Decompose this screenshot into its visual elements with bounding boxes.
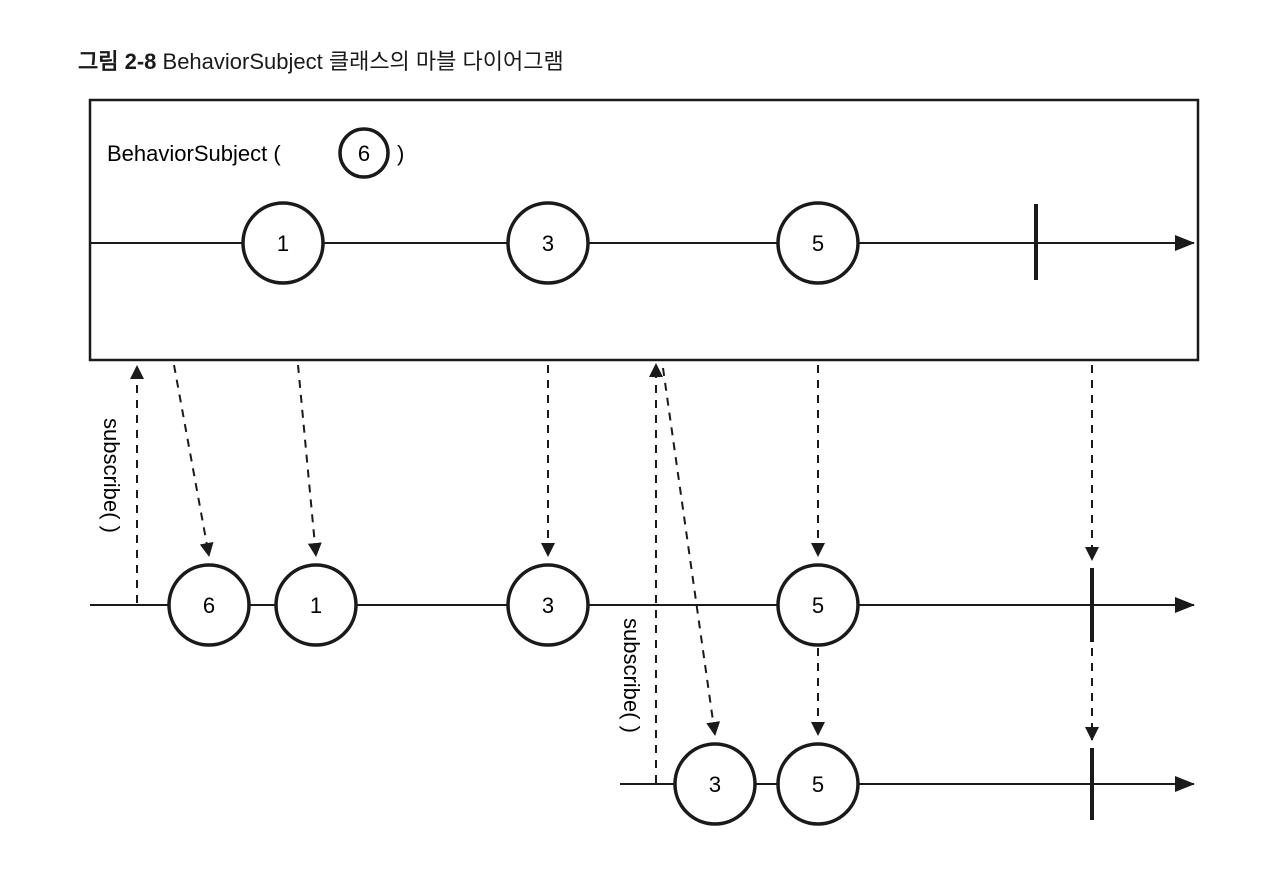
initial-value-text: 6 — [358, 141, 370, 166]
subscriber-1-marble-1-value: 1 — [310, 593, 322, 618]
subject-marble-5-value: 5 — [812, 231, 824, 256]
subscriber-2-marble-3-value: 3 — [709, 772, 721, 797]
initial-value-marble — [338, 127, 390, 179]
figure-title: BehaviorSubject 클래스의 마블 다이어그램 — [162, 49, 564, 74]
subject-marble-1: 1 — [241, 201, 325, 285]
subscriber-1-marble-6: 6 — [167, 563, 251, 647]
subject-box — [88, 98, 1200, 362]
subject-marble-3: 3 — [506, 201, 590, 285]
figure-caption: 그림 2-8 BehaviorSubject 클래스의 마블 다이어그램 — [78, 44, 564, 76]
subscriber-1-marble-6-value: 6 — [203, 593, 215, 618]
figure-number: 그림 2-8 — [78, 49, 157, 74]
subscriber-2-marble-5: 5 — [776, 742, 860, 826]
emit-arrow-initial-6 — [173, 364, 214, 557]
subject-marble-5: 5 — [776, 201, 860, 285]
subscriber-2-marble-5-value: 5 — [812, 772, 824, 797]
subscriber-1-marble-5-value: 5 — [812, 593, 824, 618]
subscribe-label-2: subscribe( ) — [619, 618, 644, 733]
subscriber-1-marble-1: 1 — [274, 563, 358, 647]
subscriber-1-marble-5: 5 — [776, 563, 860, 647]
emit-arrow-1 — [297, 364, 322, 557]
subscribe-label-1: subscribe( ) — [99, 418, 124, 533]
subscriber-1-marble-3-value: 3 — [542, 593, 554, 618]
subject-label: BehaviorSubject ( — [107, 141, 281, 166]
subscriber-2-marble-3: 3 — [673, 742, 757, 826]
subscriber-1-marble-3: 3 — [506, 563, 590, 647]
subject-label-close: ) — [397, 141, 404, 166]
subject-marble-3-value: 3 — [542, 231, 554, 256]
subject-marble-1-value: 1 — [277, 231, 289, 256]
replay-arrow-3 — [662, 367, 721, 736]
